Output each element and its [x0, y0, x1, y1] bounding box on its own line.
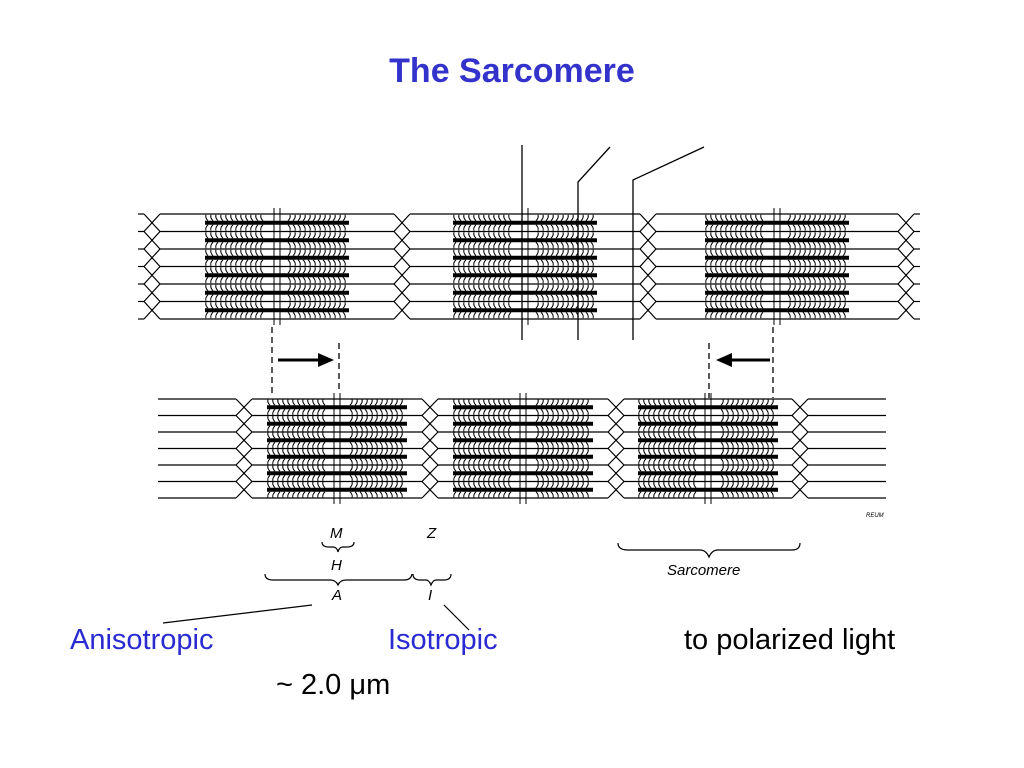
- band-braces: [162, 541, 801, 631]
- thick-filament-band: [267, 393, 407, 504]
- m-band-label: M: [330, 525, 343, 542]
- thick-filament-band: [205, 208, 349, 325]
- contracted-myofibril: [158, 393, 886, 504]
- thick-filament-band: [705, 208, 849, 325]
- z-line-label: Z: [426, 525, 437, 542]
- arrow-left-icon: [716, 353, 770, 367]
- polarized-light-caption: to polarized light: [684, 624, 896, 656]
- pointer-lines: [521, 145, 705, 340]
- sarcomere-label: Sarcomere: [667, 562, 740, 579]
- m-brace: [321, 541, 355, 553]
- i-band-label: I: [428, 587, 432, 604]
- arrow-right-icon: [278, 353, 334, 367]
- a-band-label: A: [331, 587, 342, 604]
- anisotropic-caption: Anisotropic: [70, 624, 214, 656]
- i-brace: [412, 573, 452, 587]
- isotropic-caption: Isotropic: [388, 624, 498, 656]
- contraction-guides: [271, 327, 774, 398]
- thick-filament-band: [453, 393, 593, 504]
- illustrator-signature: REUM: [866, 513, 884, 519]
- a-brace: [264, 573, 413, 587]
- anisotropic-pointer: [162, 604, 313, 624]
- thin-filaments: [138, 213, 920, 320]
- thick-filament-band: [638, 393, 778, 504]
- scale-caption: ~ 2.0 μm: [276, 669, 391, 701]
- thin-filaments: [158, 398, 886, 499]
- isotropic-pointer: [443, 604, 470, 631]
- slide-title: The Sarcomere: [389, 52, 635, 90]
- relaxed-myofibril: [138, 208, 920, 325]
- thick-filament-band: [453, 208, 597, 325]
- h-zone-label: H: [331, 557, 342, 574]
- sarcomere-brace: [617, 542, 801, 559]
